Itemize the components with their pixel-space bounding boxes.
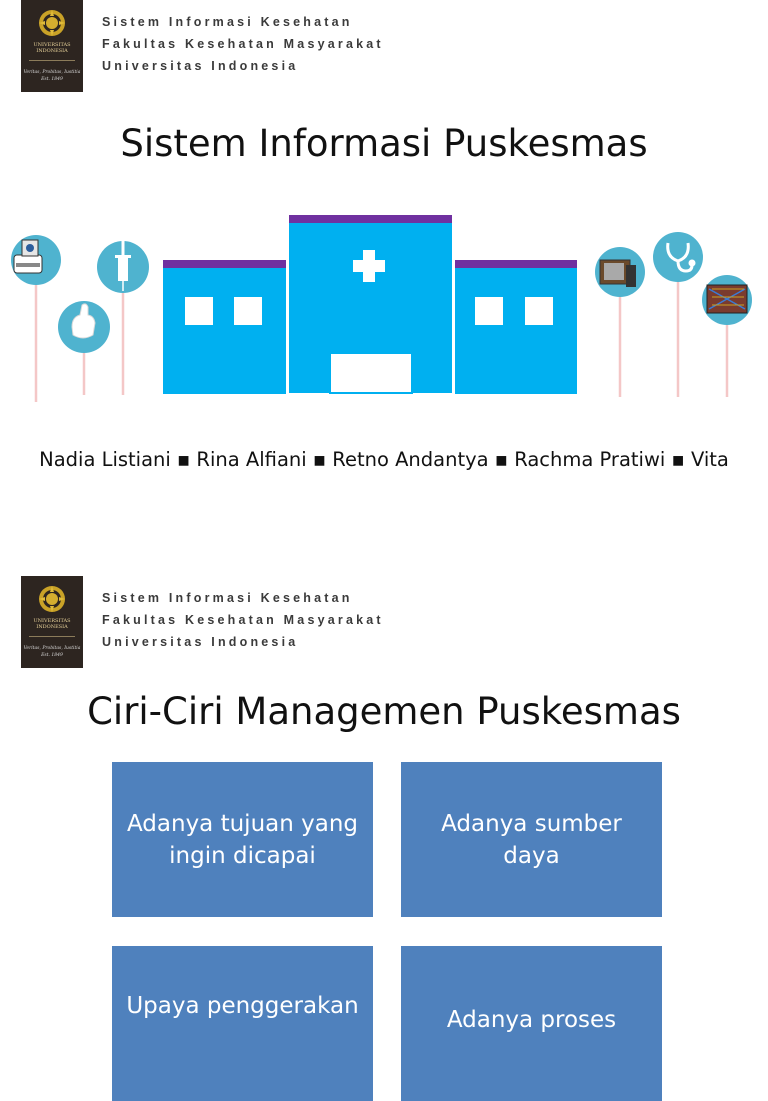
header-line: Universitas Indonesia bbox=[102, 635, 299, 649]
logo-est: Est. 1849 bbox=[41, 653, 63, 658]
institution-header: Sistem Informasi Kesehatan Fakultas Kese… bbox=[102, 587, 384, 653]
tv-icon bbox=[595, 247, 645, 297]
feature-box: Adanya sumber daya bbox=[401, 762, 662, 917]
header-line: Sistem Informasi Kesehatan bbox=[102, 591, 353, 605]
logo-motto: Veritas, Probitas, Iustitia bbox=[23, 646, 81, 651]
header-line: Fakultas Kesehatan Masyarakat bbox=[102, 613, 384, 627]
syringe-icon bbox=[97, 241, 149, 293]
logo-est: Est. 1849 bbox=[41, 77, 63, 82]
logo-line2: INDONESIA bbox=[36, 624, 68, 630]
slide-1: UNIVERSITAS INDONESIA Veritas, Probitas,… bbox=[0, 0, 768, 520]
computer-icon bbox=[11, 235, 61, 285]
logo-line2: INDONESIA bbox=[36, 48, 68, 54]
slide-title: Sistem Informasi Puskesmas bbox=[120, 122, 648, 165]
hand-icon bbox=[58, 301, 110, 353]
ui-logo: UNIVERSITAS INDONESIA Veritas, Probitas,… bbox=[21, 576, 83, 668]
logo-motto: Veritas, Probitas, Iustitia bbox=[23, 70, 81, 75]
authors-line: Nadia Listiani ▪ Rina Alfiani ▪ Retno An… bbox=[39, 448, 729, 471]
books-icon bbox=[702, 275, 752, 325]
stethoscope-icon bbox=[653, 232, 703, 282]
header-line: Universitas Indonesia bbox=[102, 59, 299, 73]
logo-line1: UNIVERSITAS bbox=[33, 618, 71, 624]
hospital-building bbox=[163, 215, 577, 394]
institution-header: Sistem Informasi Kesehatan Fakultas Kese… bbox=[102, 11, 384, 77]
ui-logo: UNIVERSITAS INDONESIA Veritas, Probitas,… bbox=[21, 0, 83, 92]
puskesmas-illustration bbox=[11, 215, 752, 402]
header-line: Sistem Informasi Kesehatan bbox=[102, 15, 353, 29]
header-line: Fakultas Kesehatan Masyarakat bbox=[102, 37, 384, 51]
makara-crest-icon bbox=[39, 10, 65, 36]
slide-title: Ciri-Ciri Managemen Puskesmas bbox=[87, 690, 681, 733]
makara-crest-icon bbox=[39, 586, 65, 612]
slide-2: UNIVERSITAS INDONESIA Veritas, Probitas,… bbox=[0, 570, 768, 1101]
logo-line1: UNIVERSITAS bbox=[33, 42, 71, 48]
feature-box: Adanya tujuan yang ingin dicapai bbox=[112, 762, 373, 917]
